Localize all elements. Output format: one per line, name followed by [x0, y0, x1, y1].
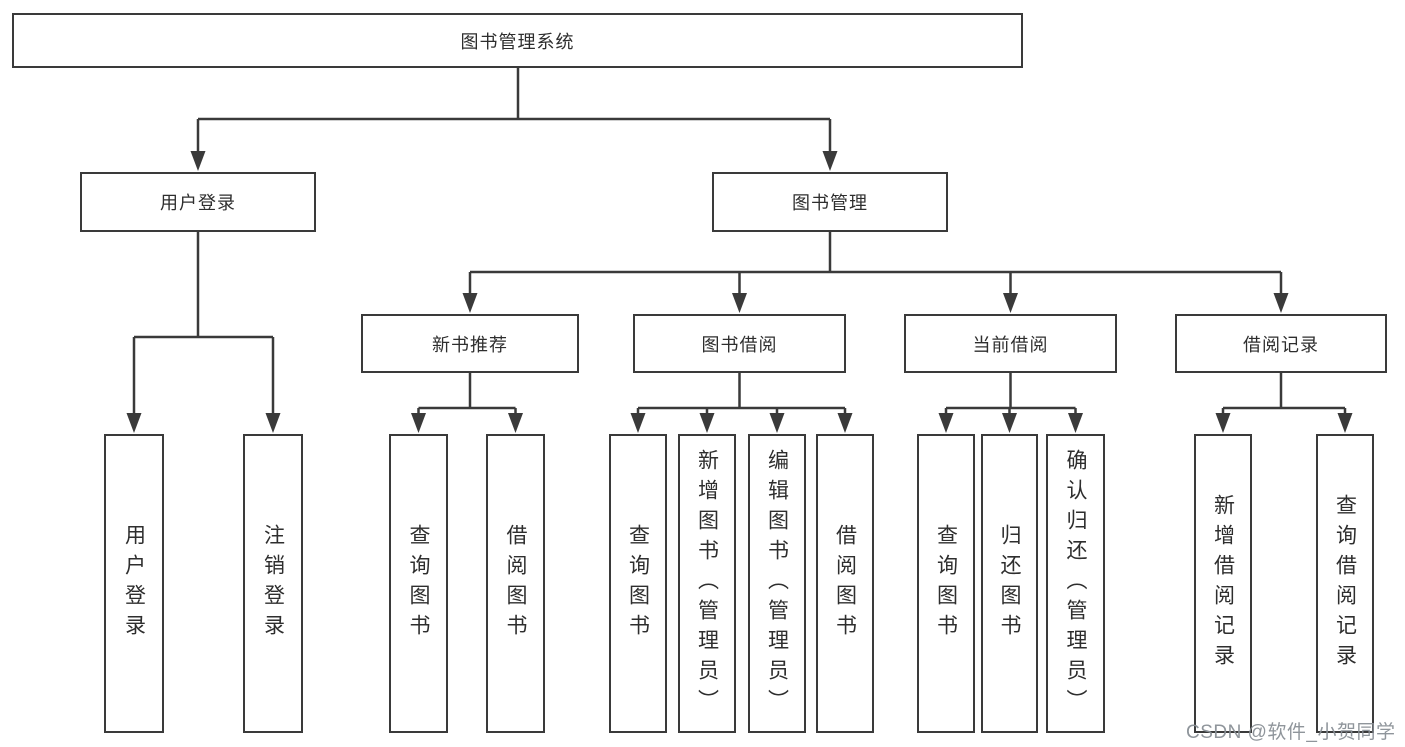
leaf-bb-add-books-admin: 新增图书（管理员） — [678, 434, 736, 733]
leaf-br-query-record: 查询借阅记录 — [1316, 434, 1374, 733]
connector-root-to-level2 — [196, 68, 832, 155]
leaf-bb-borrow-books: 借阅图书 — [816, 434, 874, 733]
node-book-management: 图书管理 — [712, 172, 948, 232]
leaf-nb-query-books: 查询图书 — [389, 434, 448, 733]
leaf-user-login: 用户登录 — [104, 434, 164, 733]
connector-current-borrow-to-leaves — [944, 373, 1077, 418]
leaf-bb-edit-books-admin: 编辑图书（管理员） — [748, 434, 806, 733]
connector-user-login-to-leaves — [132, 232, 275, 418]
leaf-cb-confirm-return-admin: 确认归还（管理员） — [1046, 434, 1105, 733]
leaf-logout: 注销登录 — [243, 434, 303, 733]
node-book-borrow: 图书借阅 — [633, 314, 846, 373]
leaf-bb-query-books: 查询图书 — [609, 434, 667, 733]
node-new-book-recommend: 新书推荐 — [361, 314, 579, 373]
node-borrow-records: 借阅记录 — [1175, 314, 1387, 373]
leaf-cb-query-books: 查询图书 — [917, 434, 975, 733]
node-user-login: 用户登录 — [80, 172, 316, 232]
node-root-library-management-system: 图书管理系统 — [12, 13, 1023, 68]
node-current-borrow: 当前借阅 — [904, 314, 1117, 373]
arrowheads — [126, 151, 1353, 433]
connector-book-management-to-sections — [468, 232, 1283, 297]
connector-borrow-records-to-leaves — [1221, 373, 1347, 418]
leaf-br-add-record: 新增借阅记录 — [1194, 434, 1252, 733]
connector-new-book-to-leaves — [417, 373, 517, 418]
leaf-nb-borrow-books: 借阅图书 — [486, 434, 545, 733]
leaf-cb-return-books: 归还图书 — [981, 434, 1038, 733]
csdn-watermark: CSDN @软件_小贺同学 — [1186, 722, 1396, 743]
connector-book-borrow-to-leaves — [636, 373, 847, 418]
